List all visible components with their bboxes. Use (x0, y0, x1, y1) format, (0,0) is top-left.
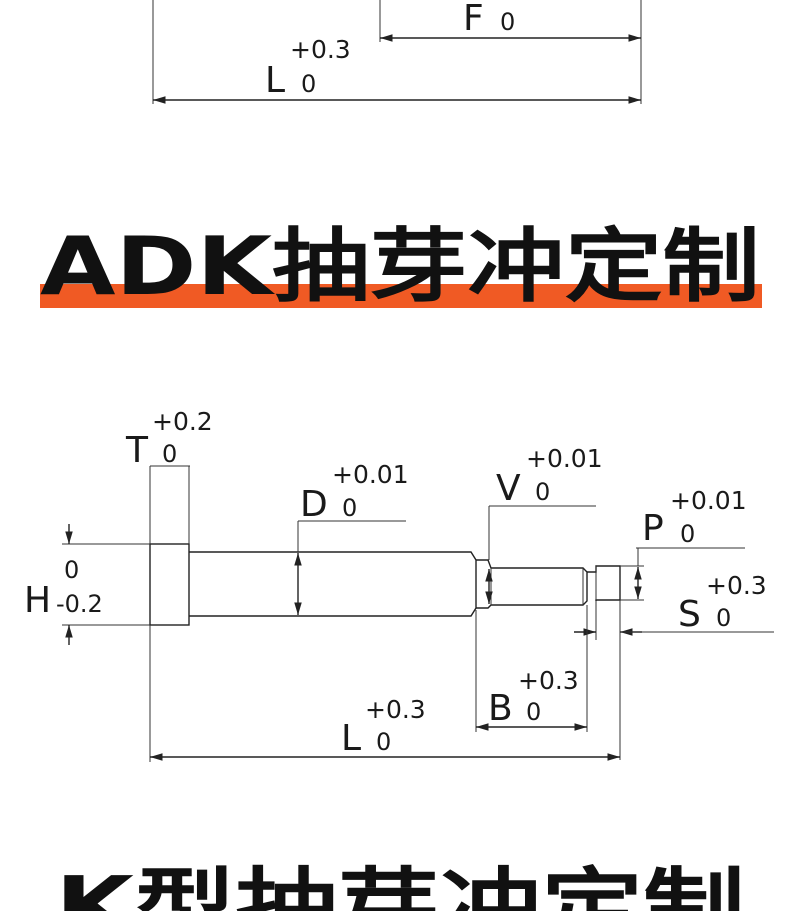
P-sup: +0.01 (670, 486, 747, 515)
S-sub: 0 (716, 604, 731, 632)
V-sub: 0 (535, 478, 550, 506)
heading-k-text: K型抽芽冲定制 (55, 860, 745, 911)
punch-tip (587, 565, 621, 601)
V-sup: +0.01 (526, 444, 603, 473)
V-letter: V (496, 468, 521, 509)
heading-underline (40, 284, 762, 308)
L-sup: +0.3 (365, 695, 426, 724)
punch-body (189, 551, 477, 617)
T-sub: 0 (162, 440, 177, 468)
P-sub: 0 (680, 520, 695, 548)
heading-adk: ADK抽芽冲定制 (40, 220, 762, 313)
top-L-sub: 0 (301, 70, 316, 98)
punch-neck (476, 559, 588, 609)
B-sup: +0.3 (518, 666, 579, 695)
top-F-letter: F (463, 0, 484, 39)
D-sub: 0 (342, 494, 357, 522)
main-diagram: T +0.2 0 H 0 -0.2 D +0.01 0 V +0.01 0 P … (24, 407, 774, 762)
D-letter: D (300, 484, 328, 525)
B-sub: 0 (526, 698, 541, 726)
punch-head (149, 543, 190, 626)
top-L-letter: L (265, 60, 285, 101)
D-sup: +0.01 (332, 460, 409, 489)
top-L-sup: +0.3 (290, 35, 351, 64)
S-sup: +0.3 (706, 571, 767, 600)
H-letter: H (24, 580, 51, 621)
T-letter: T (125, 430, 149, 471)
heading-k: K型抽芽冲定制 (55, 860, 745, 911)
H-sub: -0.2 (56, 590, 103, 618)
L-sub: 0 (376, 728, 391, 756)
heading-adk-text: ADK抽芽冲定制 (40, 220, 760, 313)
P-letter: P (642, 508, 664, 549)
H-sup: 0 (64, 556, 79, 584)
T-sup: +0.2 (152, 407, 213, 436)
top-diagram: F 0 L +0.3 0 (152, 0, 642, 104)
top-F-sub: 0 (500, 8, 515, 36)
B-letter: B (488, 688, 513, 729)
S-letter: S (678, 594, 701, 635)
L-letter: L (341, 718, 361, 759)
